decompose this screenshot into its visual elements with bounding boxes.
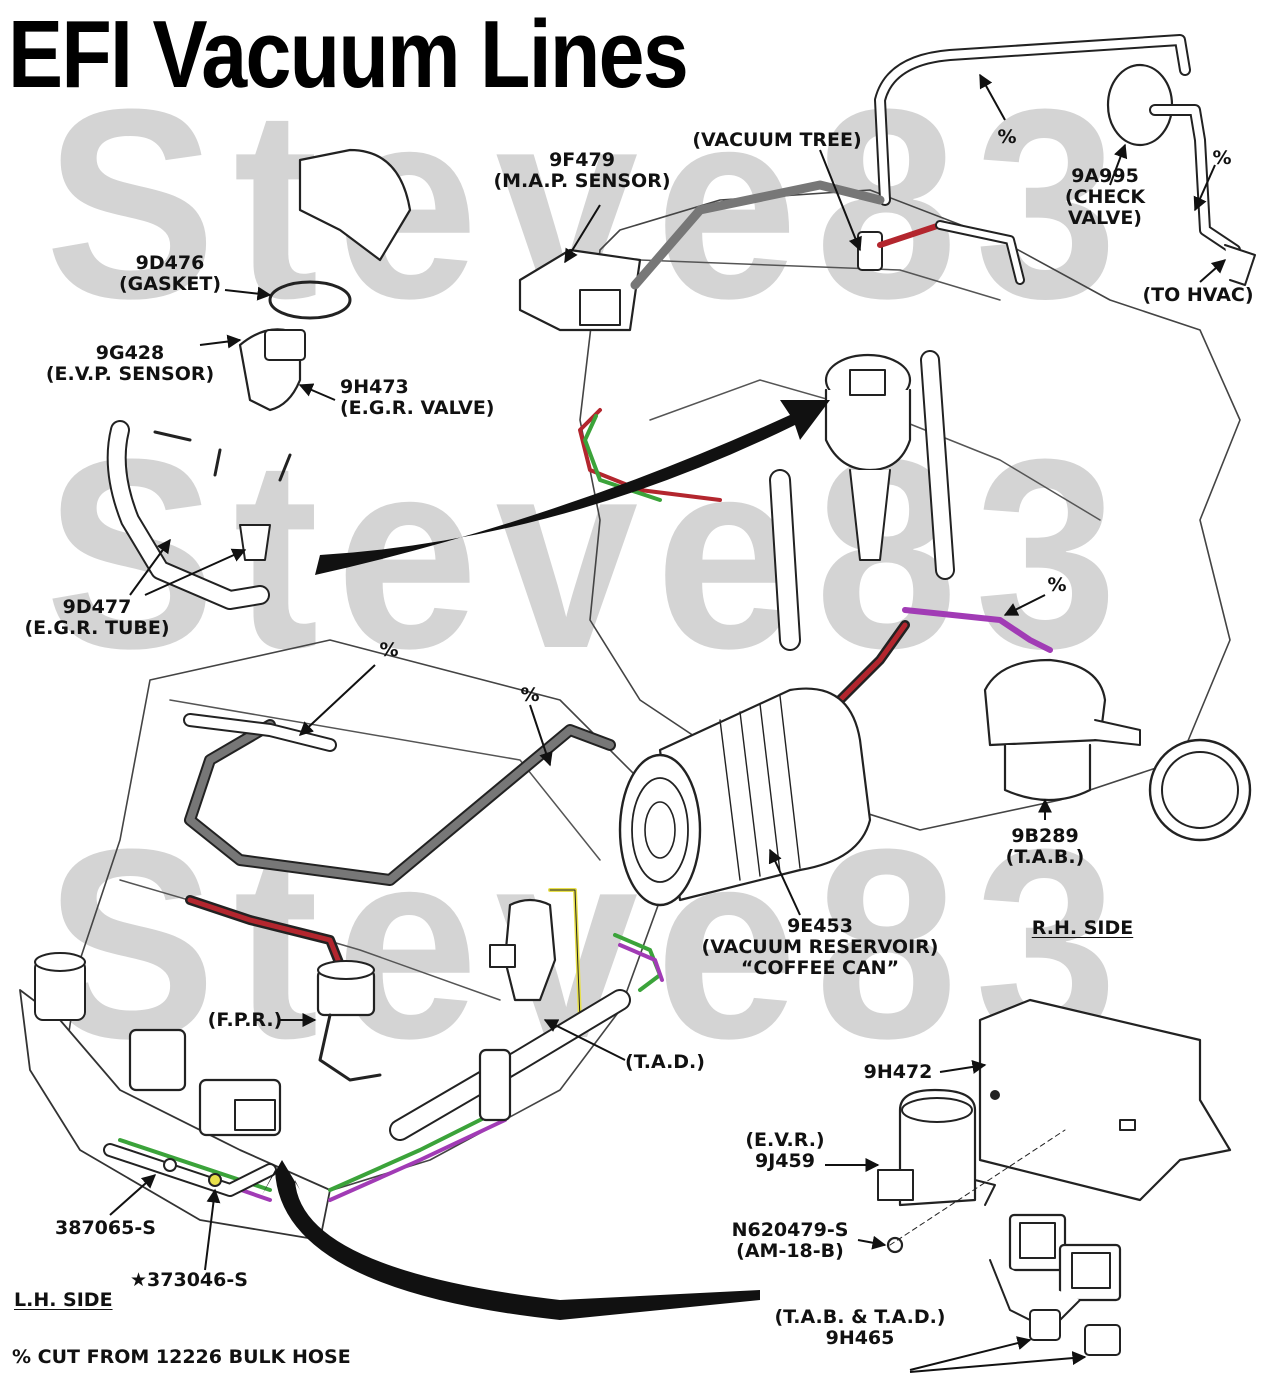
map-sensor-name: (M.A.P. SENSOR) <box>493 170 671 192</box>
check-valve-line2: VALVE) <box>1068 207 1142 229</box>
evp-sensor-label: 9G428 (E.V.P. SENSOR) <box>30 343 230 385</box>
tad-label: (T.A.D.) <box>625 1051 705 1073</box>
check-valve-line1: (CHECK <box>1064 186 1146 208</box>
gasket-part: 9D476 <box>135 252 205 274</box>
egr-valve-part: 9H473 <box>340 376 409 398</box>
hose-top-percent: % <box>997 126 1017 148</box>
page-title: EFI Vacuum Lines <box>8 1 689 108</box>
gasket-label: 9D476 (GASKET) <box>110 253 230 295</box>
vacuum-reservoir-nickname: “COFFEE CAN” <box>740 957 900 979</box>
vacuum-tree-label: (VACUUM TREE) <box>692 129 862 151</box>
nut-part: N620479-S <box>731 1219 849 1241</box>
egr-exploded-view <box>106 148 412 610</box>
evp-sensor-name: (E.V.P. SENSOR) <box>45 363 215 385</box>
hose-check-percent: % <box>1212 147 1232 169</box>
evr-part: 9J459 <box>755 1150 815 1172</box>
solenoids-name: (T.A.B. & T.A.D.) <box>774 1306 946 1328</box>
check-valve-part: 9A995 <box>1071 165 1139 187</box>
fpr-label: (F.P.R.) <box>207 1009 283 1031</box>
rh-side-label: R.H. SIDE <box>1031 917 1134 939</box>
lh-solenoid-pack <box>103 1028 282 1202</box>
tab-rh-name: (T.A.B.) <box>1005 846 1085 868</box>
evr-label: (E.V.R.) 9J459 <box>740 1130 830 1172</box>
tab-rh-label: 9B289 (T.A.B.) <box>995 826 1095 868</box>
hose-rh-percent: % <box>1047 574 1067 596</box>
tab-rh-part: 9B289 <box>1011 825 1079 847</box>
egr-valve-name: (E.G.R. VALVE) <box>340 397 495 419</box>
evr-name: (E.V.R.) <box>745 1129 825 1151</box>
tab-valve-rh <box>983 658 1141 802</box>
vacuum-reservoir <box>618 687 872 907</box>
egr-tube-label: 9D477 (E.G.R. TUBE) <box>12 597 182 639</box>
map-sensor-label: 9F479 (M.A.P. SENSOR) <box>472 150 692 192</box>
hose-mid-percent: % <box>520 684 540 706</box>
fastener-2-label: ★373046-S <box>130 1269 248 1291</box>
big-arrow-solenoids <box>262 1160 760 1320</box>
lh-side-label: L.H. SIDE <box>14 1289 113 1311</box>
fastener-1-label: 387065-S <box>55 1217 156 1239</box>
solenoids-label: (T.A.B. & T.A.D.) 9H465 <box>760 1307 960 1349</box>
footnote: % CUT FROM 12226 BULK HOSE <box>12 1346 351 1368</box>
egr-valve-rh <box>824 353 912 561</box>
hose-left-percent: % <box>379 639 399 661</box>
fpr <box>316 960 382 1082</box>
bracket-9h472 <box>978 998 1232 1202</box>
egr-valve-label: 9H473 (E.G.R. VALVE) <box>340 377 520 419</box>
map-sensor-part: 9F479 <box>549 149 615 171</box>
gasket-name: (GASKET) <box>118 273 221 295</box>
egr-tube-name: (E.G.R. TUBE) <box>24 617 170 639</box>
vacuum-tree <box>857 220 1025 285</box>
vacuum-reservoir-label: 9E453 (VACUUM RESERVOIR) “COFFEE CAN” <box>680 916 960 979</box>
nut-name: (AM-18-B) <box>736 1240 844 1262</box>
nut-label: N620479-S (AM-18-B) <box>720 1220 860 1262</box>
vacuum-reservoir-name: (VACUUM RESERVOIR) <box>701 936 939 958</box>
solenoids-part: 9H465 <box>825 1327 895 1349</box>
evr <box>877 1088 996 1207</box>
check-valve-label: 9A995 (CHECK VALVE) <box>1045 166 1165 229</box>
to-hvac-label: (TO HVAC) <box>1142 284 1254 306</box>
rh-engine-outline <box>579 189 1241 831</box>
vacuum-reservoir-part: 9E453 <box>787 915 853 937</box>
egr-tube-part: 9D477 <box>62 596 132 618</box>
evp-sensor-part: 9G428 <box>95 342 165 364</box>
tad <box>489 888 582 1032</box>
solenoid-pair-9h465 <box>989 1213 1122 1356</box>
big-arrow-egr <box>315 400 830 575</box>
bracket-label: 9H472 <box>863 1061 933 1083</box>
